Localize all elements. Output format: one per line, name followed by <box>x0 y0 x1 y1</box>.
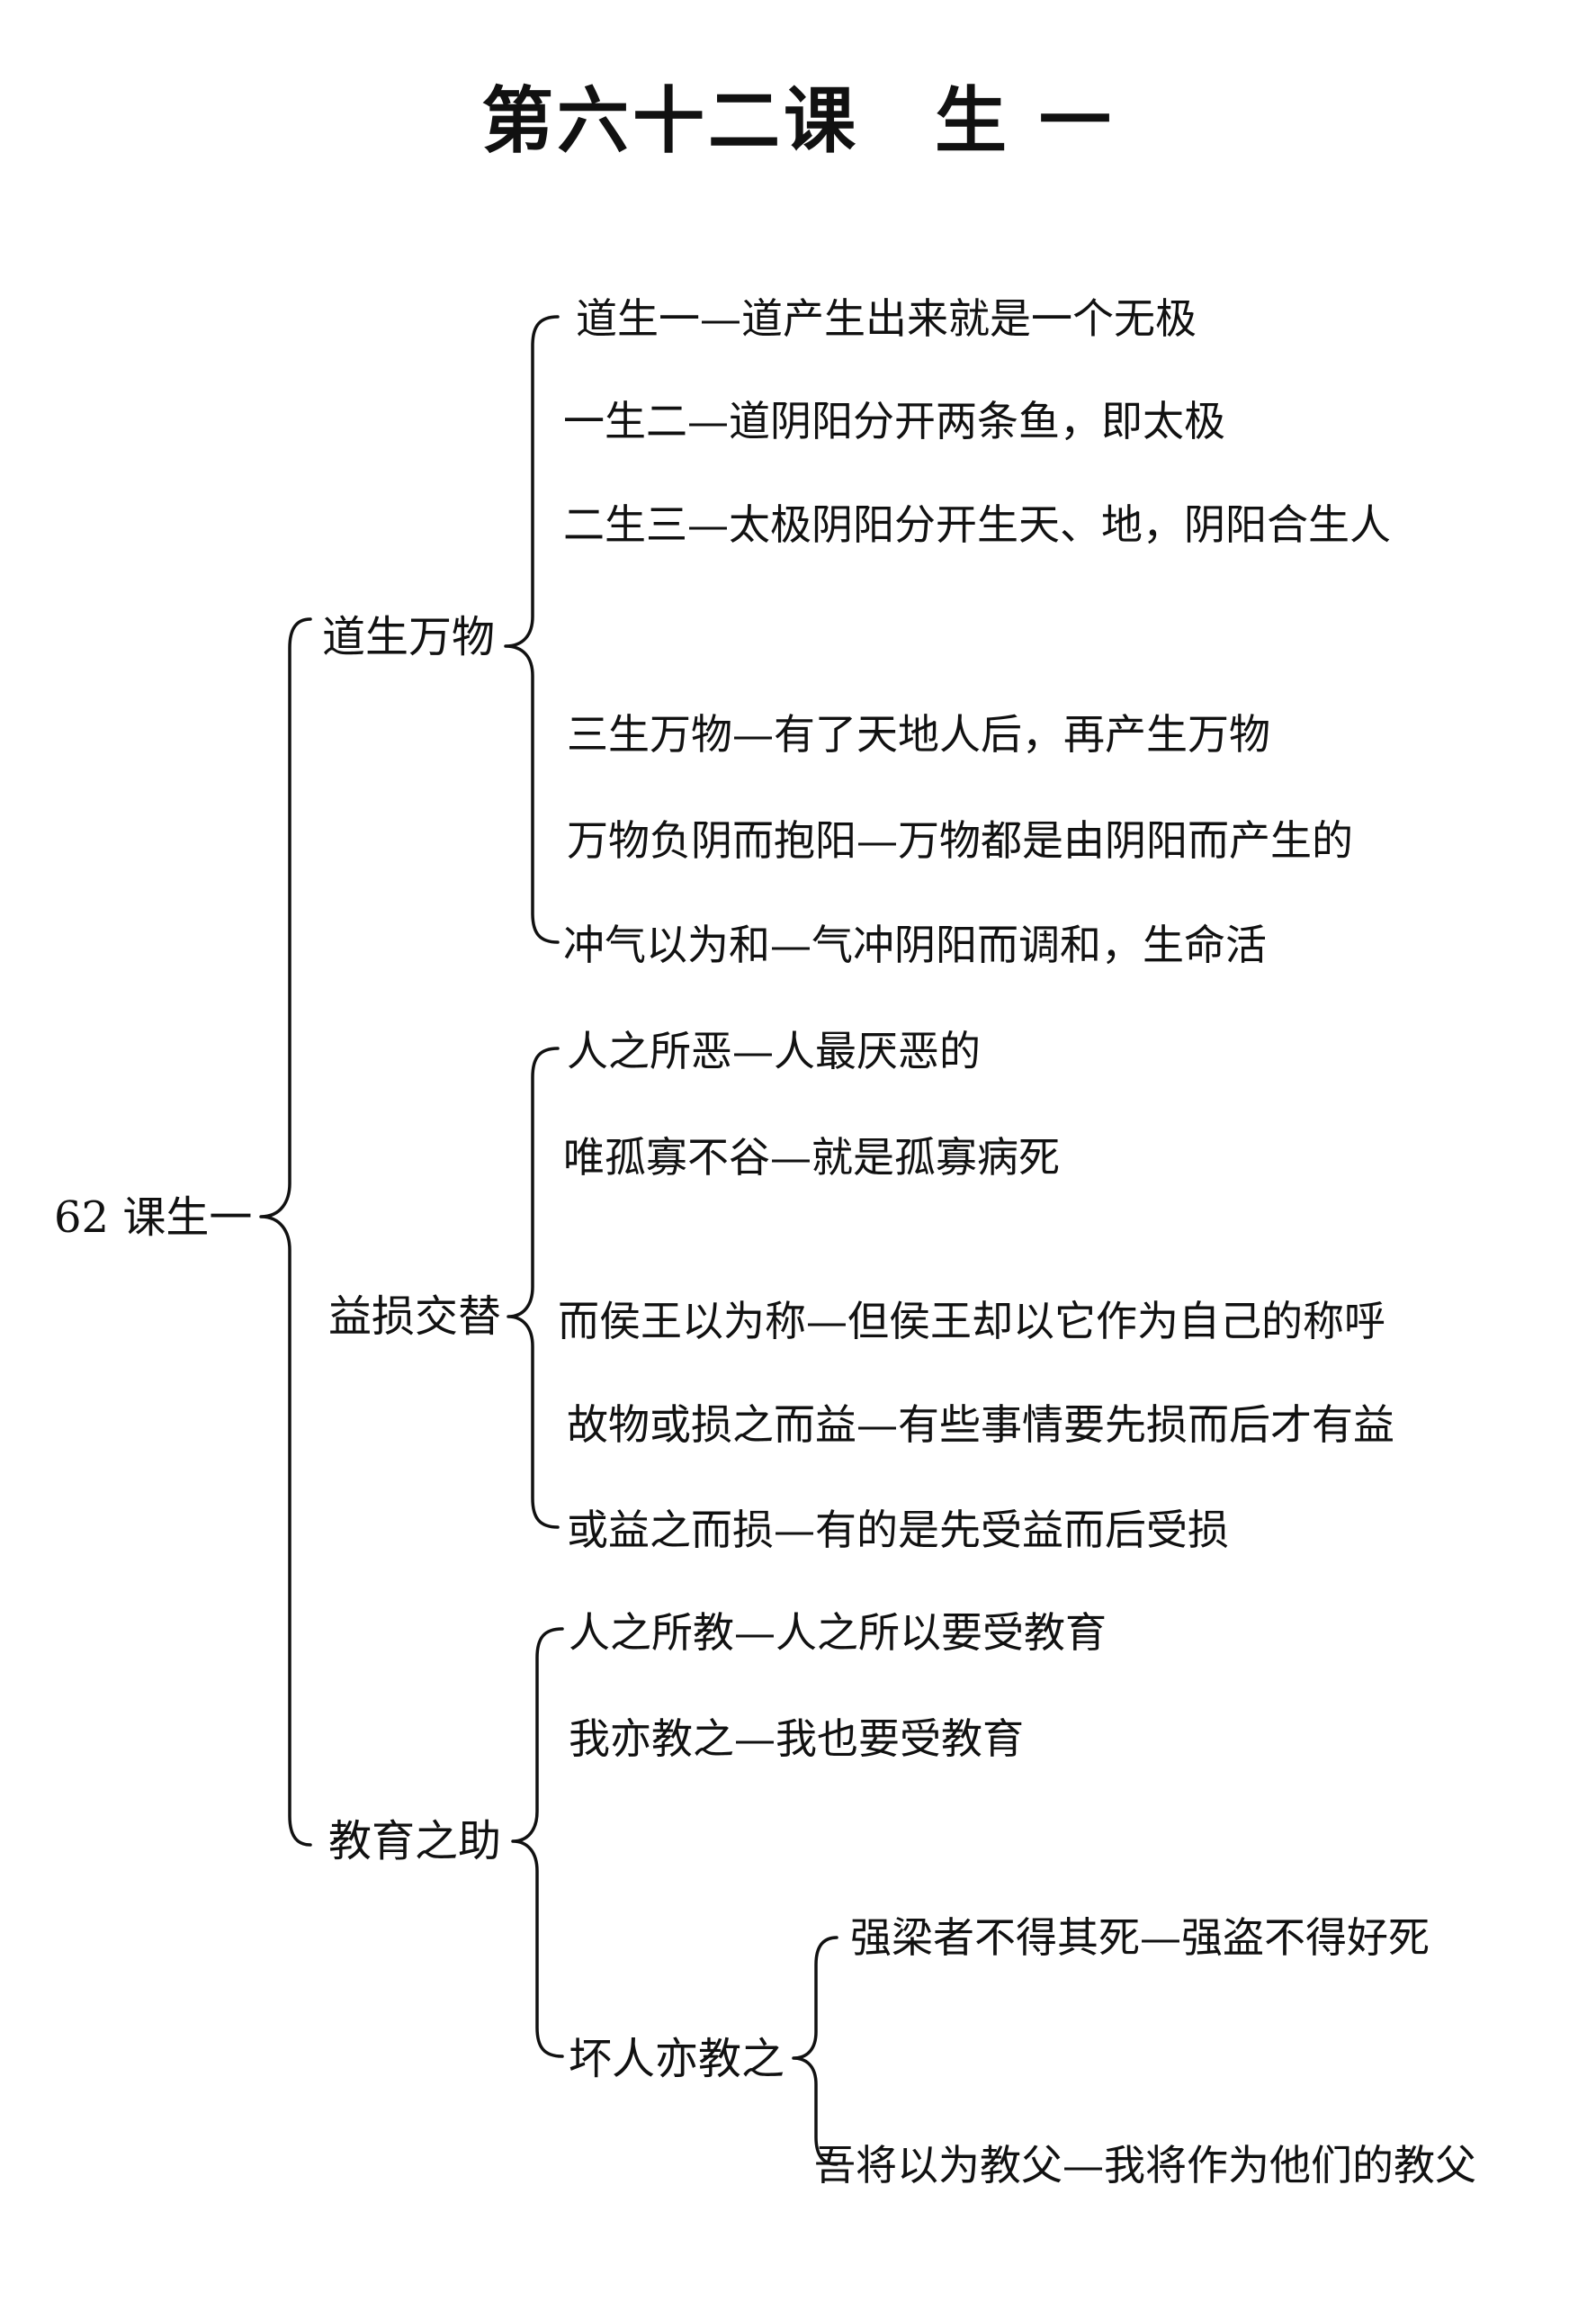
branch-label-yi-sun-jiao-ti: 益损交替 <box>328 1291 502 1342</box>
list-item: 人之所恶—人最厌恶的 <box>567 1027 981 1075</box>
root-brace <box>259 617 312 1847</box>
branch-label-dao-sheng-wan-wu: 道生万物 <box>322 612 496 662</box>
list-item: 故物或损之而益—有些事情要先损而后才有益 <box>567 1400 1394 1449</box>
list-item: 或益之而损—有的是先受益而后受损 <box>567 1506 1229 1554</box>
list-item: 强梁者不得其死—强盗不得好死 <box>850 1913 1430 1962</box>
brace-yi-sun-jiao-ti <box>507 1047 560 1529</box>
list-item: 人之所教—人之所以要受教育 <box>569 1608 1107 1657</box>
sub-branch-label-huai-ren-yi-jiao-zhi: 坏人亦教之 <box>569 2034 785 2084</box>
list-item: 一生二—道阴阳分开两条鱼，即太极 <box>563 397 1225 445</box>
list-item: 二生三—太极阴阳分开生天、地，阴阳合生人 <box>563 500 1391 549</box>
list-item: 三生万物—有了天地人后，再产生万物 <box>567 710 1270 759</box>
list-item: 我亦教之—我也要受教育 <box>569 1714 1024 1763</box>
list-item: 唯孤寡不谷—就是孤寡病死 <box>563 1133 1060 1182</box>
list-item: 吾将以为教父—我将作为他们的教父 <box>814 2141 1476 2190</box>
list-item: 万物负阴而抱阳—万物都是由阴阳而产生的 <box>567 816 1353 865</box>
root-label: 62 课生一 <box>54 1192 253 1243</box>
list-item: 冲气以为和—气冲阴阳而调和，生命活 <box>563 921 1267 969</box>
list-item: 而侯王以为称—但侯王却以它作为自己的称呼 <box>558 1297 1385 1345</box>
page-title: 第六十二课 生 一 <box>481 78 1115 163</box>
brace-huai-ren-yi-jiao-zhi <box>792 1936 838 2166</box>
branch-label-jiao-yu-zhi-zhu: 教育之助 <box>328 1816 502 1866</box>
brace-jiao-yu-zhi-zhu <box>511 1627 564 2058</box>
list-item: 道生一—道产生出来就是一个无极 <box>576 294 1197 343</box>
brace-dao-sheng-wan-wu <box>504 315 560 944</box>
